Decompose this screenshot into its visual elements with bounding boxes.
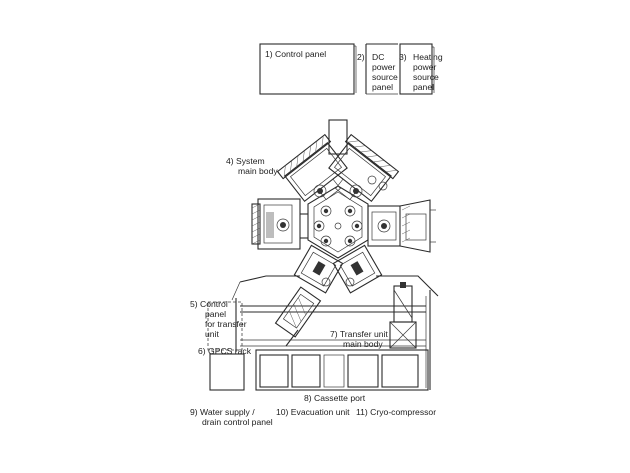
svg-text:5) Control: 5) Control: [190, 299, 228, 309]
svg-text:panel: panel: [372, 82, 393, 92]
svg-text:panel: panel: [413, 82, 434, 92]
svg-text:4) System: 4) System: [226, 156, 265, 166]
svg-text:2): 2): [357, 52, 365, 62]
transfer-robot-left: [274, 286, 322, 338]
label-transfer-control-panel: 5) Control panel for transfer unit: [190, 299, 247, 339]
gpcs-rack-box: [209, 353, 245, 391]
system-main-body: [251, 119, 436, 294]
label-system-main-body: 4) System main body: [226, 156, 278, 176]
svg-text:DC: DC: [372, 52, 384, 62]
label-dc-power-source-panel: 2) DC power source panel: [357, 52, 398, 92]
cassette-port-row: [255, 349, 429, 391]
control-panel-box: [259, 43, 357, 95]
svg-text:main body: main body: [343, 339, 383, 349]
label-water-supply-drain-panel: 9) Water supply / drain control panel: [190, 407, 273, 427]
svg-text:main body: main body: [238, 166, 278, 176]
svg-text:3): 3): [399, 52, 407, 62]
label-gpcs-rack: 6) GPCS rack: [198, 346, 252, 356]
svg-text:source: source: [413, 72, 439, 82]
svg-text:for transfer: for transfer: [205, 319, 247, 329]
svg-text:power: power: [372, 62, 396, 72]
svg-text:drain control panel: drain control panel: [202, 417, 273, 427]
label-cryo-compressor: 11) Cryo-compressor: [356, 407, 436, 417]
label-control-panel: 1) Control panel: [265, 49, 326, 59]
robot-arm: [285, 329, 299, 347]
transfer-unit-main-body: [389, 282, 417, 349]
svg-text:7) Transfer unit: 7) Transfer unit: [330, 329, 388, 339]
label-transfer-unit-main-body: 7) Transfer unit main body: [330, 329, 388, 349]
label-cassette-port: 8) Cassette port: [304, 393, 366, 403]
label-heating-power-source-panel: 3) Heating power source panel: [399, 52, 443, 92]
label-evacuation-unit: 10) Evacuation unit: [276, 407, 350, 417]
svg-text:Heating: Heating: [413, 52, 443, 62]
heating-power-source-panel-box: [399, 43, 435, 95]
transfer-unit-enclosure: [231, 275, 439, 390]
svg-text:panel: panel: [205, 309, 226, 319]
svg-text:power: power: [413, 62, 437, 72]
svg-text:unit: unit: [205, 329, 219, 339]
svg-text:source: source: [372, 72, 398, 82]
dc-power-source-panel-box: [365, 43, 398, 95]
transfer-control-panel-outline: [207, 301, 243, 351]
svg-text:9) Water supply /: 9) Water supply /: [190, 407, 255, 417]
